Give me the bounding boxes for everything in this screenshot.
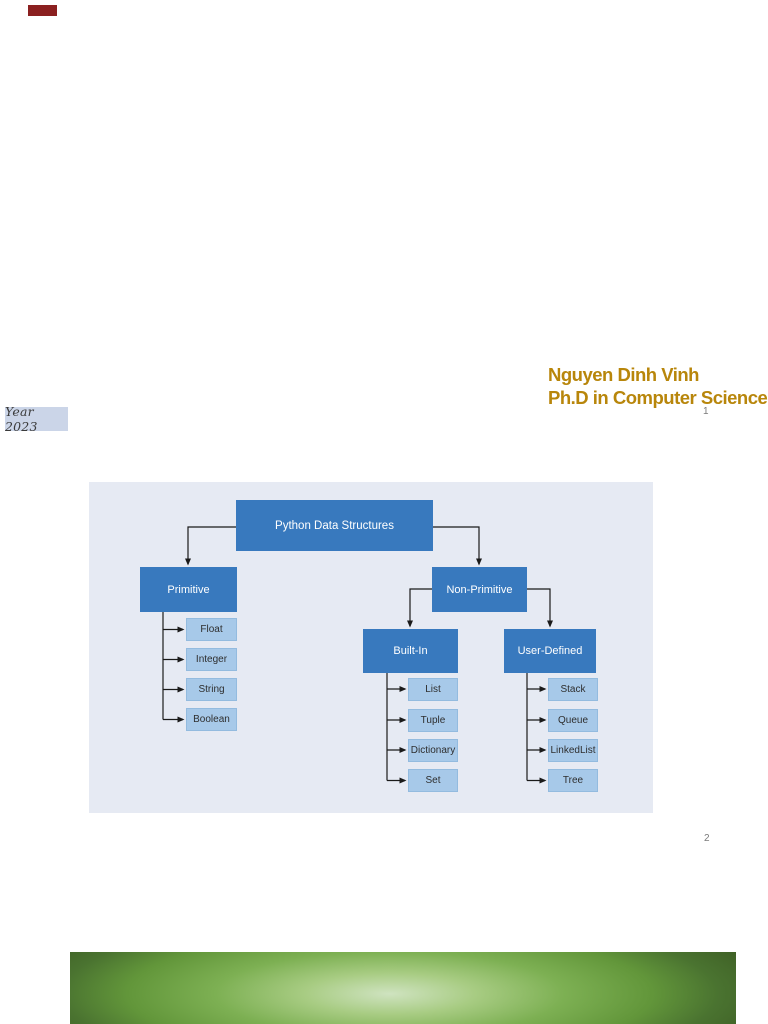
node-linkedlist: LinkedList bbox=[548, 739, 598, 762]
node-dictionary: Dictionary bbox=[408, 739, 458, 762]
red-accent-mark bbox=[28, 5, 57, 16]
green-footer-bar bbox=[70, 952, 736, 1024]
author-name: Nguyen Dinh Vinh bbox=[548, 364, 699, 385]
node-stack: Stack bbox=[548, 678, 598, 701]
node-primitive: Primitive bbox=[140, 567, 237, 612]
node-boolean: Boolean bbox=[186, 708, 237, 731]
node-queue: Queue bbox=[548, 709, 598, 732]
node-string: String bbox=[186, 678, 237, 701]
author-title: Ph.D in Computer Science bbox=[548, 387, 768, 408]
year-badge: Year 2023 bbox=[5, 404, 68, 434]
connector-lines bbox=[162, 526, 553, 784]
node-built-in: Built-In bbox=[363, 629, 458, 673]
node-user-defined: User-Defined bbox=[504, 629, 596, 673]
year-badge-text: Year 2023 bbox=[5, 404, 38, 434]
node-tuple: Tuple bbox=[408, 709, 458, 732]
node-set: Set bbox=[408, 769, 458, 792]
node-list: List bbox=[408, 678, 458, 701]
node-tree: Tree bbox=[548, 769, 598, 792]
node-integer: Integer bbox=[186, 648, 237, 671]
slide-number-2: 2 bbox=[704, 833, 710, 844]
node-float: Float bbox=[186, 618, 237, 641]
node-python-data-structures: Python Data Structures bbox=[236, 500, 433, 551]
slide-number-1: 1 bbox=[703, 406, 709, 417]
node-non-primitive: Non-Primitive bbox=[432, 567, 527, 612]
python-data-structures-diagram: Python Data Structures Primitive Non-Pri… bbox=[89, 482, 653, 813]
author-block: Nguyen Dinh Vinh Ph.D in Computer Scienc… bbox=[548, 363, 768, 409]
